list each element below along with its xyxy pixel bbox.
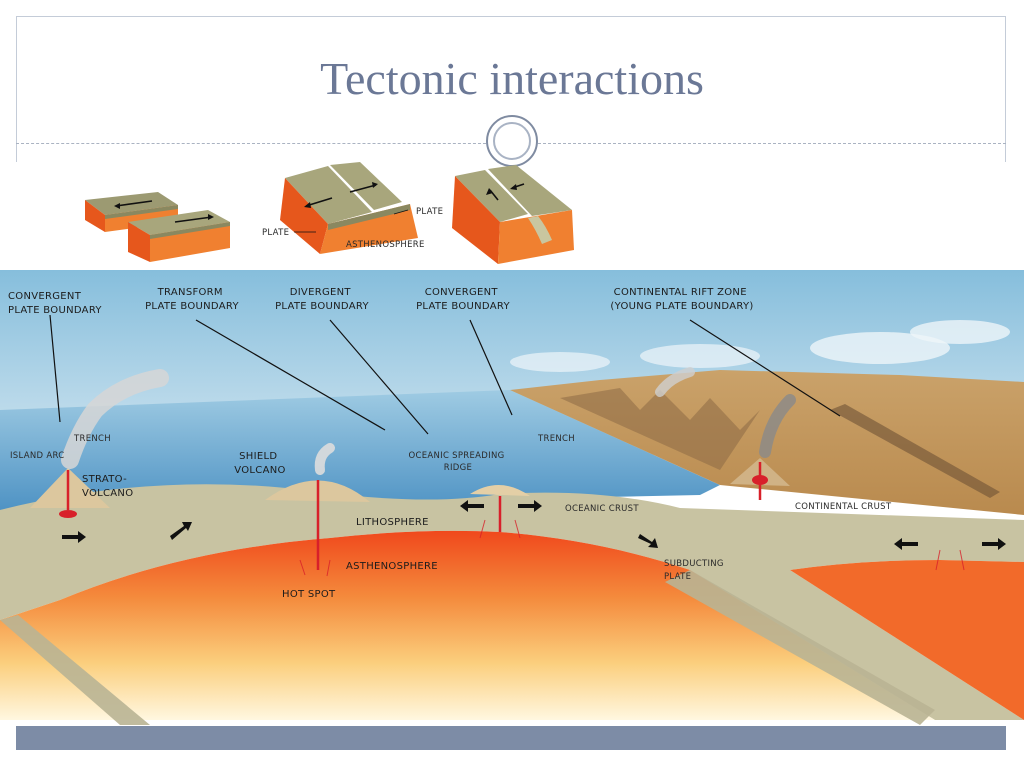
plate-boundary-block-diagrams: PLATE PLATE ASTHENOSPHERE <box>85 162 574 264</box>
callout-convergent-left: CONVERGENT PLATE BOUNDARY <box>8 291 102 316</box>
block-plate-label-left: PLATE <box>262 228 289 238</box>
footer-bar <box>16 726 1006 750</box>
lithosphere <box>0 484 1024 720</box>
label-oceanic-crust: OCEANIC CRUST <box>565 504 639 514</box>
label-hot-spot: HOT SPOT <box>282 589 336 600</box>
label-subducting-plate: SUBDUCTING PLATE <box>664 559 727 582</box>
slide-frame <box>16 16 1006 162</box>
ocean <box>0 390 720 510</box>
label-trench-right: TRENCH <box>537 434 575 444</box>
label-asthenosphere: ASTHENOSPHERE <box>346 561 438 572</box>
callout-transform: TRANSFORM PLATE BOUNDARY <box>145 287 239 312</box>
divider-circle-ornament <box>486 115 538 167</box>
slide-title: Tectonic interactions <box>320 53 704 104</box>
plate-motion-arrows <box>62 500 1006 550</box>
callout-leaders <box>49 314 841 435</box>
callout-rift-zone: CONTINENTAL RIFT ZONE (YOUNG PLATE BOUND… <box>610 287 753 312</box>
title-divider-right <box>538 143 1006 144</box>
callout-divergent: DIVERGENT PLATE BOUNDARY <box>275 287 369 312</box>
convergent-block <box>452 165 574 264</box>
label-trench-left: TRENCH <box>73 434 111 444</box>
asthenosphere-right <box>790 560 1024 720</box>
title-divider-left <box>16 143 486 144</box>
label-strato-volcano: STRATO- VOLCANO <box>82 474 133 499</box>
label-spreading-ridge: OCEANIC SPREADING RIDGE <box>408 451 507 473</box>
callout-convergent-center: CONVERGENT PLATE BOUNDARY <box>416 287 510 312</box>
plate-tectonics-cross-section: CONVERGENT PLATE BOUNDARY TRANSFORM PLAT… <box>0 270 1024 725</box>
block-asthenosphere-label: ASTHENOSPHERE <box>346 240 425 250</box>
label-shield-volcano: SHIELD VOLCANO <box>234 451 285 476</box>
label-lithosphere: LITHOSPHERE <box>356 517 429 528</box>
transform-block <box>85 192 230 262</box>
label-island-arc: ISLAND ARC <box>10 451 65 461</box>
divergent-block: PLATE PLATE ASTHENOSPHERE <box>262 162 443 254</box>
label-continental-crust: CONTINENTAL CRUST <box>795 502 892 512</box>
block-plate-label-right: PLATE <box>416 207 443 217</box>
